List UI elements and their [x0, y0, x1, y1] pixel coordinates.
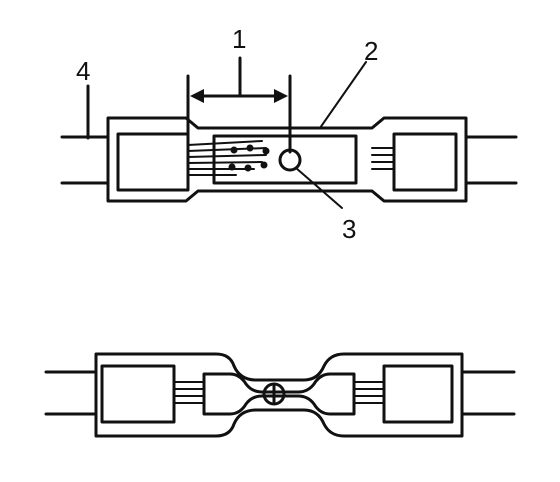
- right-wire: [464, 135, 518, 185]
- callout-4: 4: [76, 56, 90, 86]
- callout-3: 3: [342, 214, 356, 244]
- bottom-right-strands: [353, 381, 385, 404]
- bottom-left-wire: [44, 370, 98, 416]
- leader-2: [319, 61, 367, 129]
- crimped-inspection-hole: [262, 382, 286, 406]
- leader-3: [295, 167, 343, 209]
- bottom-right-insulation: [382, 364, 454, 424]
- outer-sleeve: [106, 116, 468, 203]
- callout-2: 2: [364, 36, 378, 66]
- right-insulation: [392, 132, 458, 192]
- metal-barrel: [212, 134, 358, 185]
- uncrimped-splice-sleeve: 1 2 3 4: [60, 24, 518, 244]
- crimped-splice-sleeve: [44, 352, 516, 438]
- strand-dots: [228, 144, 270, 172]
- bottom-left-insulation: [100, 364, 176, 424]
- bottom-right-wire: [460, 370, 516, 416]
- left-wire: [60, 135, 110, 185]
- crimped-outer-sleeve: [94, 352, 464, 438]
- dimension-marker: [186, 56, 292, 154]
- crimped-barrel: [202, 372, 356, 416]
- right-wire-strands: [371, 147, 395, 170]
- bottom-left-strands: [173, 381, 205, 404]
- left-insulation: [116, 132, 190, 192]
- callout-1: 1: [232, 24, 246, 54]
- left-wire-strands: [187, 140, 267, 176]
